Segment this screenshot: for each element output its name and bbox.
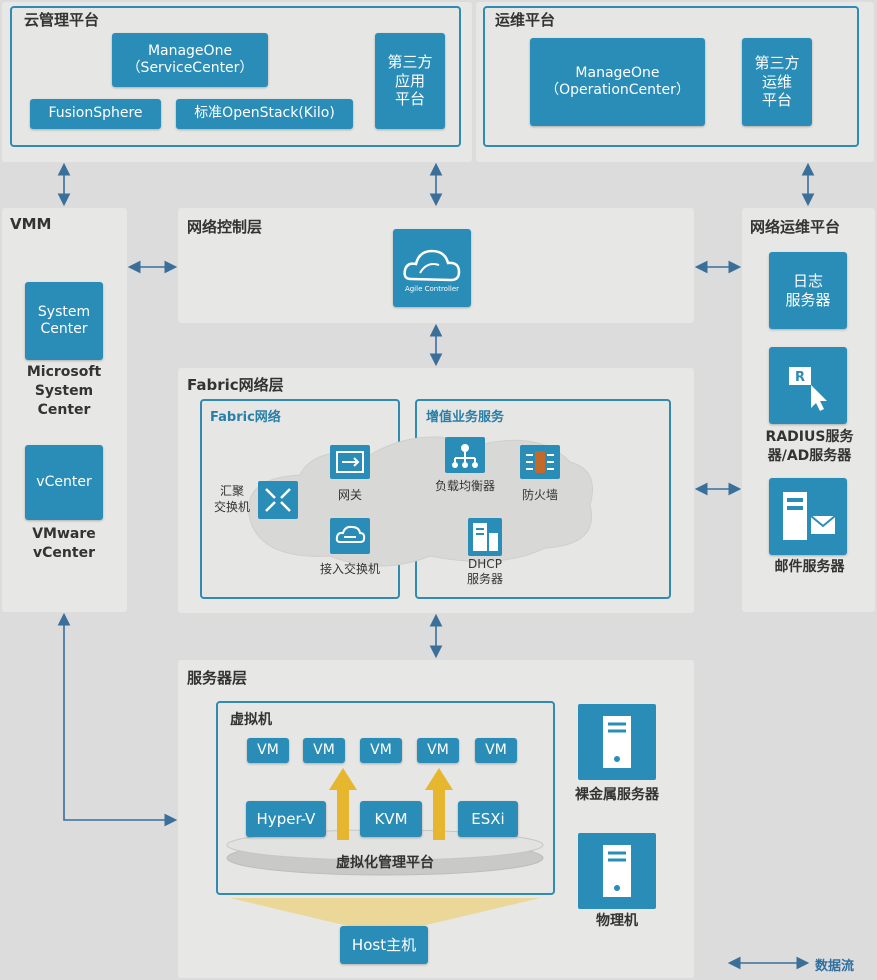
aggregation-switch-icon — [258, 481, 298, 519]
agile-controller-box: Agile Controller — [393, 229, 471, 307]
third-party-app-platform-box: 第三方 应用 平台 — [375, 33, 445, 129]
radius-cursor-icon: R — [789, 367, 827, 411]
microsoft-system-center-label: Microsoft System Center — [26, 364, 102, 418]
gateway-label: 网关 — [337, 488, 362, 502]
server-layer-title: 服务器层 — [187, 669, 248, 687]
dhcp-server-label: DHCP 服务器 — [466, 557, 503, 586]
fabric-layer-title: Fabric网络层 — [187, 376, 284, 394]
log-server-box: 日志 服务器 — [769, 252, 847, 329]
vm-box: VM — [360, 738, 402, 763]
vmm-panel — [2, 208, 127, 612]
bare-metal-server-label: 裸金属服务器 — [575, 787, 659, 803]
vm-box: VM — [475, 738, 517, 763]
aggregation-switch-label: 汇聚 交换机 — [214, 484, 251, 514]
host-box: Host主机 — [340, 926, 428, 964]
legend-data-flow-label: 数据流 — [815, 959, 855, 974]
mail-server-label: 邮件服务器 — [774, 559, 845, 575]
physical-machine-label: 物理机 — [596, 913, 638, 929]
esxi-box: ESXi — [458, 801, 518, 837]
virtual-machine-title: 虚拟机 — [230, 712, 272, 728]
virtualization-platform-label: 虚拟化管理平台 — [336, 855, 434, 871]
kvm-box: KVM — [360, 801, 422, 837]
mail-server-box — [769, 478, 847, 555]
dhcp-server-icon — [468, 518, 502, 556]
access-switch-icon — [330, 518, 370, 554]
third-party-ops-platform-box: 第三方 运维 平台 — [742, 38, 812, 126]
bare-metal-server-icon — [578, 704, 656, 780]
openstack-box: 标准OpenStack(Kilo) — [176, 99, 353, 129]
vm-box: VM — [303, 738, 345, 763]
hyperv-box: Hyper-V — [246, 801, 326, 837]
radius-server-box: R — [769, 347, 847, 424]
manageone-servicecenter-box: ManageOne （ServiceCenter） — [112, 33, 268, 87]
firewall-icon — [520, 445, 560, 479]
network-ops-title: 网络运维平台 — [750, 218, 841, 236]
firewall-label: 防火墙 — [521, 488, 558, 502]
vcenter-box: vCenter — [25, 445, 103, 520]
manageone-operationcenter-box: ManageOne （OperationCenter） — [530, 38, 705, 126]
vmm-title: VMM — [10, 215, 52, 233]
gateway-icon — [330, 445, 370, 479]
vmware-vcenter-label: VMware vCenter — [32, 526, 96, 561]
fabric-network-title: Fabric网络 — [210, 410, 281, 425]
agile-controller-label: Agile Controller — [404, 285, 460, 293]
load-balancer-icon — [445, 437, 485, 473]
access-switch-label: 接入交换机 — [319, 562, 380, 576]
radius-ad-server-label: RADIUS服务 器/AD服务器 — [765, 429, 854, 464]
network-control-title: 网络控制层 — [187, 218, 263, 236]
cloud-management-title: 云管理平台 — [24, 11, 100, 29]
vm-box: VM — [417, 738, 459, 763]
arrow-vmm-server — [57, 612, 178, 827]
vm-box: VM — [247, 738, 289, 763]
mail-server-icon — [783, 492, 836, 540]
svg-text:R: R — [795, 370, 805, 385]
fusionsphere-box: FusionSphere — [30, 99, 161, 129]
load-balancer-label: 负载均衡器 — [434, 479, 495, 493]
value-added-services-title: 增值业务服务 — [426, 410, 505, 425]
system-center-box: System Center — [25, 282, 103, 360]
cloud-icon — [403, 249, 461, 282]
ops-platform-title: 运维平台 — [495, 11, 556, 29]
physical-machine-icon — [578, 833, 656, 909]
